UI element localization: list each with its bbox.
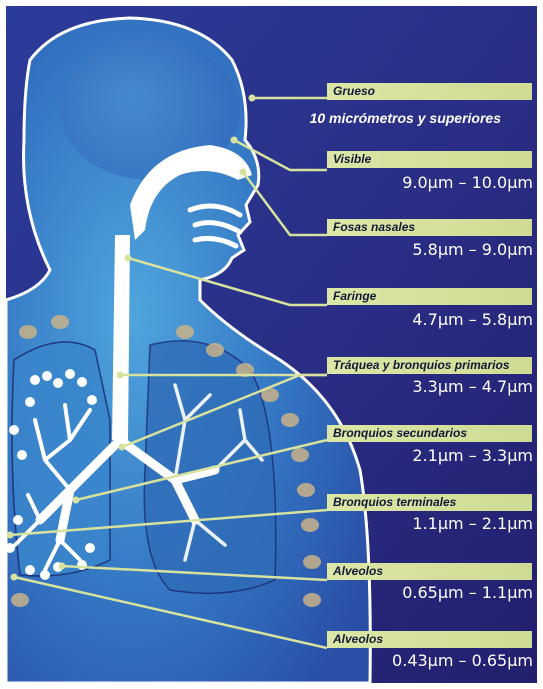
range-fosas-nasales: 5.8μm – 9.0μm (412, 240, 533, 260)
range-traquea: 3.3μm – 4.7μm (412, 377, 533, 397)
label-visible: Visible (327, 151, 532, 168)
range-alveolos-1: 0.65μm – 1.1μm (402, 583, 533, 603)
range-bronquios-secundarios: 2.1μm – 3.3μm (412, 446, 533, 466)
label-traquea: Tráquea y bronquios primarios (327, 357, 532, 374)
label-alveolos-2: Alveolos (327, 631, 532, 648)
range-faringe: 4.7μm – 5.8μm (412, 310, 533, 330)
range-visible: 9.0μm – 10.0μm (402, 173, 533, 193)
label-faringe: Faringe (327, 288, 532, 305)
range-alveolos-2: 0.43μm – 0.65μm (392, 651, 533, 671)
range-bronquios-terminales: 1.1μm – 2.1μm (412, 514, 533, 534)
label-grueso: Grueso (327, 83, 532, 100)
label-alveolos-1: Alveolos (327, 563, 532, 580)
label-bronquios-terminales: Bronquios terminales (327, 494, 532, 511)
label-bronquios-secundarios: Bronquios secundarios (327, 425, 532, 442)
label-fosas-nasales: Fosas nasales (327, 219, 532, 236)
range-grueso: 10 micrómetros y superiores (310, 108, 501, 128)
